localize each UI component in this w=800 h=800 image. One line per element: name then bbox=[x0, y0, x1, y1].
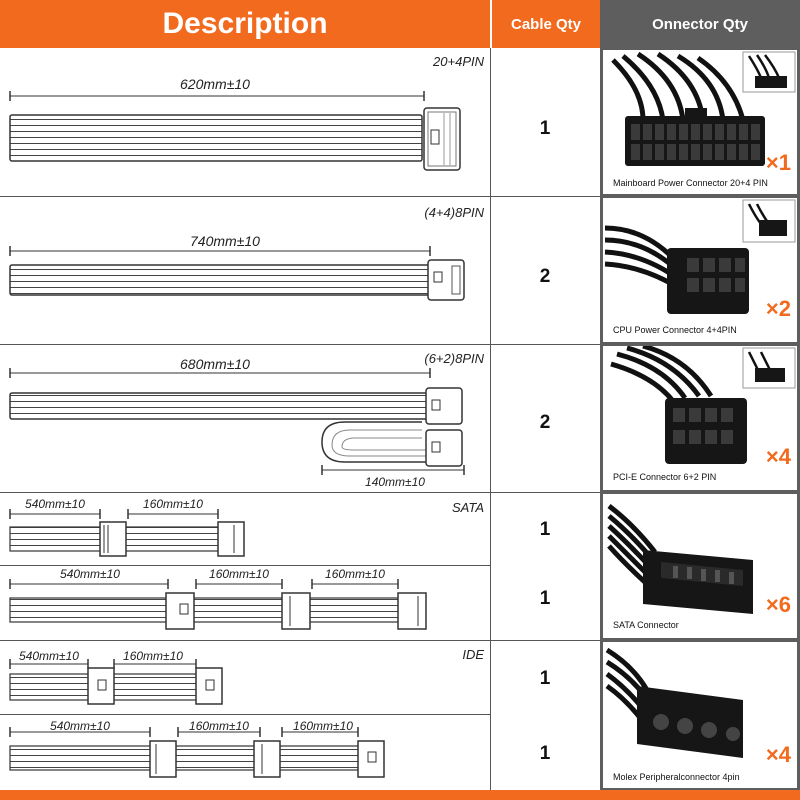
connector-panel-pcie: PCI-E Connector 6+2 PIN ×4 bbox=[603, 346, 797, 490]
cable-length-label: 160mm±10 bbox=[123, 649, 183, 663]
cable-type-label: (4+4)8PIN bbox=[424, 205, 484, 220]
connector-multiplier: ×4 bbox=[765, 444, 791, 469]
header-cable-qty: Cable Qty bbox=[490, 0, 600, 48]
cable-length-label: 160mm±10 bbox=[209, 567, 269, 581]
row-divider bbox=[0, 196, 600, 197]
connector-panel-cpu: CPU Power Connector 4+4PIN ×2 bbox=[603, 198, 797, 342]
cable-qty-value: 2 bbox=[539, 266, 551, 287]
cable-24pin bbox=[9, 91, 461, 171]
cable-sata-1 bbox=[9, 509, 245, 557]
cable-length-label: 620mm±10 bbox=[180, 76, 250, 92]
cable-type-label: (6+2)8PIN bbox=[424, 351, 484, 366]
cable-qty-value: 1 bbox=[539, 519, 551, 540]
table-header: Description Cable Qty Onnector Qty bbox=[0, 0, 800, 48]
connector-label: CPU Power Connector 4+4PIN bbox=[613, 325, 737, 335]
cable-qty-value: 2 bbox=[539, 412, 551, 433]
row-divider bbox=[0, 714, 490, 715]
cable-type-label: SATA bbox=[451, 500, 484, 515]
connector-multiplier: ×4 bbox=[765, 742, 791, 767]
atx-24pin-connector-icon bbox=[611, 51, 796, 166]
cable-ide-1 bbox=[9, 659, 223, 705]
cable-length-label: 540mm±10 bbox=[25, 497, 85, 511]
connector-label: PCI-E Connector 6+2 PIN bbox=[613, 472, 717, 482]
cable-length-label: 680mm±10 bbox=[180, 356, 250, 372]
column-divider bbox=[490, 48, 491, 790]
connector-label: SATA Connector bbox=[613, 620, 679, 630]
row-divider bbox=[0, 565, 490, 566]
header-connector-qty: Onnector Qty bbox=[600, 0, 800, 48]
cpu-8pin-connector-icon bbox=[604, 199, 796, 314]
cable-qty-value: 1 bbox=[539, 118, 551, 139]
cable-pcie-8pin bbox=[9, 368, 465, 475]
cable-length-label: 740mm±10 bbox=[190, 233, 260, 249]
cable-cpu-8pin bbox=[9, 246, 465, 301]
connector-multiplier: ×1 bbox=[765, 150, 791, 175]
pcie-8pin-connector-icon bbox=[610, 346, 796, 464]
cable-sata-2 bbox=[9, 579, 427, 630]
connector-panel-sata: SATA Connector ×6 bbox=[603, 494, 797, 638]
cable-ide-2 bbox=[9, 727, 385, 778]
row-divider bbox=[0, 492, 600, 493]
cable-length-label: 540mm±10 bbox=[50, 719, 110, 733]
footer-accent-bar bbox=[0, 790, 800, 800]
cable-qty-value: 1 bbox=[539, 668, 551, 689]
cable-drawings bbox=[9, 91, 465, 778]
connector-label: Molex Peripheralconnector 4pin bbox=[613, 772, 740, 782]
connector-panel-24pin: Mainboard Power Connector 20+4 PIN ×1 bbox=[603, 50, 797, 194]
cable-length-label: 540mm±10 bbox=[60, 567, 120, 581]
connector-label: Mainboard Power Connector 20+4 PIN bbox=[613, 178, 768, 188]
cable-length-label: 160mm±10 bbox=[189, 719, 249, 733]
connector-multiplier: ×2 bbox=[765, 296, 791, 321]
connector-panel-molex: Molex Peripheralconnector 4pin ×4 bbox=[603, 642, 797, 788]
cable-branch-length-label: 140mm±10 bbox=[365, 475, 425, 489]
cable-type-label: 20+4PIN bbox=[433, 54, 484, 69]
cable-length-label: 160mm±10 bbox=[143, 497, 203, 511]
connector-multiplier: ×6 bbox=[765, 592, 791, 617]
cable-length-label: 540mm±10 bbox=[19, 649, 79, 663]
cable-qty-value: 1 bbox=[539, 743, 551, 764]
cable-length-label: 160mm±10 bbox=[325, 567, 385, 581]
molex-connector-icon bbox=[605, 647, 743, 758]
row-divider bbox=[0, 344, 600, 345]
sata-connector-icon bbox=[607, 504, 753, 614]
cable-qty-value: 1 bbox=[539, 588, 551, 609]
row-divider bbox=[0, 640, 600, 641]
cable-type-label: IDE bbox=[462, 647, 484, 662]
header-description: Description bbox=[0, 0, 490, 48]
cable-length-label: 160mm±10 bbox=[293, 719, 353, 733]
